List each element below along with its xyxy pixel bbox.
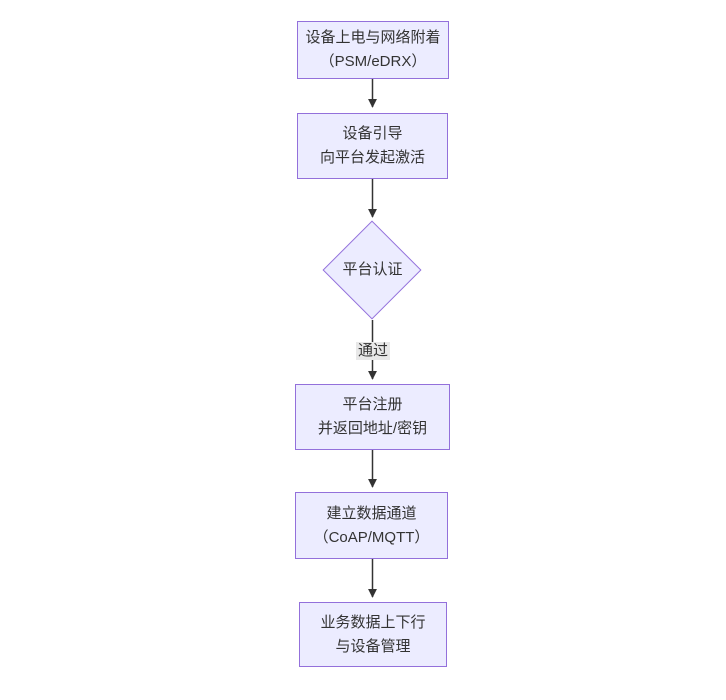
flow-node-power-attach: 设备上电与网络附着 （PSM/eDRX） <box>297 21 449 79</box>
edge-label-pass: 通过 <box>355 342 391 360</box>
node-text-line: 平台注册 <box>342 396 403 413</box>
node-text-line: 并返回地址/密钥 <box>317 420 428 437</box>
node-text-line: 设备引导 <box>342 125 403 142</box>
flow-node-business-data: 业务数据上下行 与设备管理 <box>299 602 447 667</box>
decision-diamond-label: 平台认证 <box>342 261 403 278</box>
node-text-line: 与设备管理 <box>335 637 411 655</box>
flow-node-register: 平台注册 并返回地址/密钥 <box>295 384 450 450</box>
node-text-line: 业务数据上下行 <box>320 613 426 631</box>
flow-node-bootstrap: 设备引导 向平台发起激活 <box>297 113 448 179</box>
node-text-line: （CoAP/MQTT） <box>313 528 430 546</box>
node-text-line: （PSM/eDRX） <box>319 53 427 70</box>
node-text-line: 建立数据通道 <box>326 504 417 522</box>
flow-node-data-channel: 建立数据通道 （CoAP/MQTT） <box>295 492 448 559</box>
node-text-line: 设备上电与网络附着 <box>305 29 441 46</box>
node-text-line: 向平台发起激活 <box>319 149 425 166</box>
